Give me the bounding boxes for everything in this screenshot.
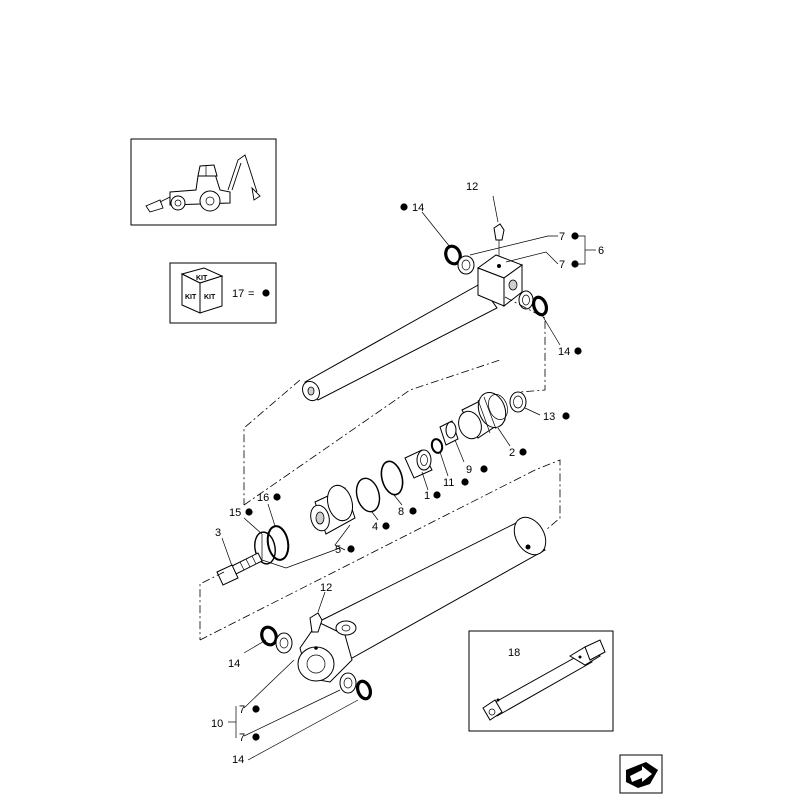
callout-18: 18 bbox=[508, 647, 520, 659]
kit-legend: KIT KIT KIT 17 = bbox=[169, 262, 277, 324]
kit-number: 17 bbox=[232, 288, 244, 300]
kit-label-left: KIT bbox=[185, 294, 197, 301]
callout-7-b: 7 bbox=[559, 259, 565, 271]
back-up-ring-4 bbox=[355, 477, 381, 513]
kit-label-top: KIT bbox=[196, 275, 208, 282]
callout-16: 16 bbox=[257, 492, 269, 504]
leader-lines bbox=[221, 211, 596, 761]
spacer-1 bbox=[404, 449, 433, 479]
piston-rod bbox=[302, 254, 524, 402]
kit-box-icon: KIT KIT KIT bbox=[180, 267, 224, 314]
seal-14-lower-right bbox=[355, 679, 373, 701]
machine-thumbnail bbox=[130, 138, 277, 226]
bush-7-lower-left bbox=[275, 632, 293, 654]
bush-9 bbox=[439, 420, 459, 446]
callout-13: 13 bbox=[543, 411, 555, 423]
callout-14-left: 14 bbox=[228, 658, 240, 670]
callout-2: 2 bbox=[509, 447, 515, 459]
kit-dot bbox=[262, 289, 270, 297]
callout-11: 11 bbox=[443, 477, 454, 489]
cylinder-barrel bbox=[297, 516, 547, 683]
piston-5 bbox=[310, 484, 356, 535]
grease-nipple-bottom bbox=[309, 591, 326, 633]
bolt-3 bbox=[216, 552, 263, 586]
callout-10: 10 bbox=[211, 718, 223, 730]
callout-7-c: 7 bbox=[239, 704, 245, 716]
callout-9: 9 bbox=[466, 464, 472, 476]
o-ring-8 bbox=[380, 460, 404, 496]
grease-nipple-top bbox=[492, 195, 505, 256]
bush-7-top-left bbox=[457, 255, 475, 275]
bush-7-lower-right bbox=[339, 672, 357, 694]
callout-3: 3 bbox=[215, 527, 221, 539]
callouts: 12 14 7 7 6 14 13 2 9 11 1 8 4 5 16 15 3… bbox=[211, 181, 604, 766]
callout-5: 5 bbox=[335, 544, 341, 556]
bush-7-top-right bbox=[518, 290, 534, 310]
next-page-arrow-icon[interactable] bbox=[619, 754, 663, 794]
callout-4: 4 bbox=[372, 521, 378, 533]
callout-7-a: 7 bbox=[559, 231, 565, 243]
seal-14-lower-left bbox=[260, 625, 278, 647]
callout-14-right: 14 bbox=[558, 346, 570, 358]
backhoe-loader-icon bbox=[145, 154, 261, 213]
callout-1: 1 bbox=[424, 490, 430, 502]
o-ring-11 bbox=[430, 438, 444, 454]
inset-cylinder-18 bbox=[468, 630, 614, 732]
seal-16 bbox=[266, 525, 290, 561]
callout-6: 6 bbox=[598, 245, 604, 257]
guide-head-2 bbox=[458, 392, 508, 440]
kit-equals: = bbox=[248, 288, 254, 300]
callout-14-bottom: 14 bbox=[232, 754, 244, 766]
wiper-ring-13 bbox=[509, 391, 527, 413]
callout-12-top: 12 bbox=[466, 181, 478, 193]
callout-14-top: 14 bbox=[412, 202, 424, 214]
callout-15: 15 bbox=[229, 507, 241, 519]
seal-15 bbox=[254, 531, 276, 565]
callout-8: 8 bbox=[398, 506, 404, 518]
kit-label-right: KIT bbox=[204, 294, 216, 301]
callout-12-bottom: 12 bbox=[320, 582, 332, 594]
callout-7-d: 7 bbox=[239, 732, 245, 744]
seal-14-right bbox=[531, 295, 549, 317]
